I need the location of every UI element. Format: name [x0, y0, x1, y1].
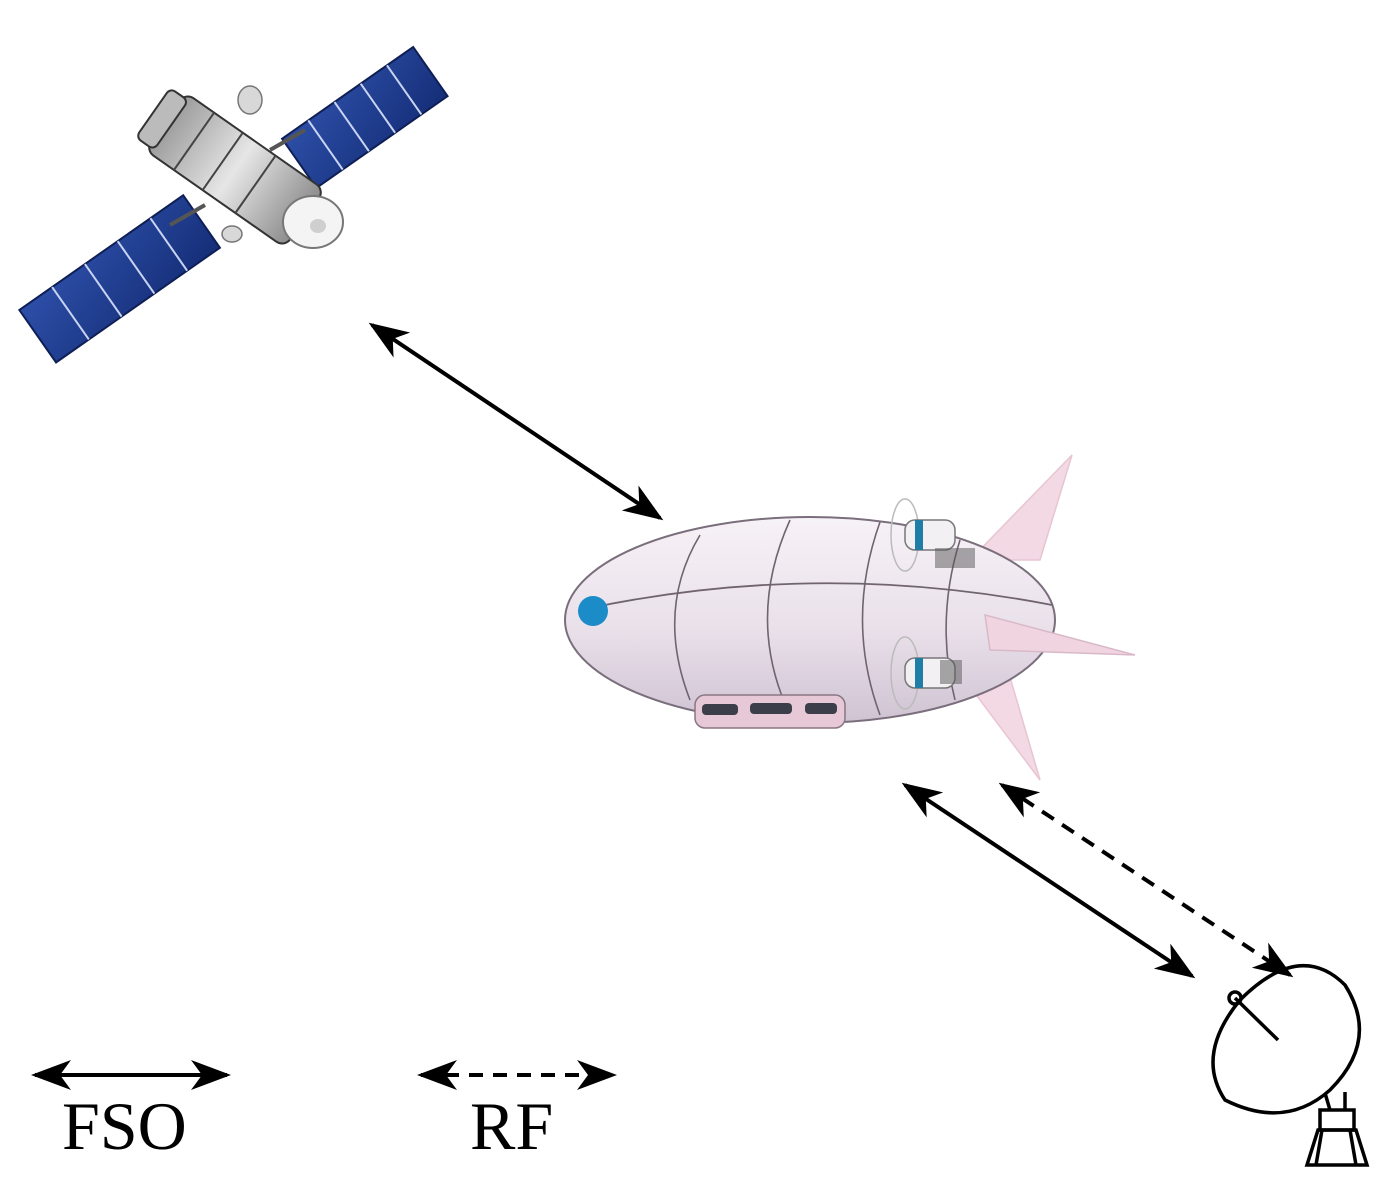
airship-envelope	[564, 516, 1056, 724]
ground-station-dish-icon	[1211, 963, 1370, 1167]
solar-panel-right	[280, 45, 449, 190]
legend-rf-label: RF	[470, 1088, 554, 1164]
airship-engine-top	[890, 498, 975, 572]
satellite-body	[137, 89, 322, 245]
airship-top-fin	[968, 454, 1073, 561]
satellite-icon	[17, 45, 449, 364]
solar-panel-left	[17, 193, 222, 364]
airship-nose	[578, 596, 608, 626]
fso-link-satellite-airship	[368, 322, 664, 521]
rf-link-airship-ground	[998, 782, 1294, 978]
airship-side-fin	[984, 613, 1136, 656]
airship-icon	[564, 454, 1136, 781]
legend-fso-label: FSO	[62, 1088, 187, 1164]
airship-engine-bottom	[890, 636, 962, 710]
